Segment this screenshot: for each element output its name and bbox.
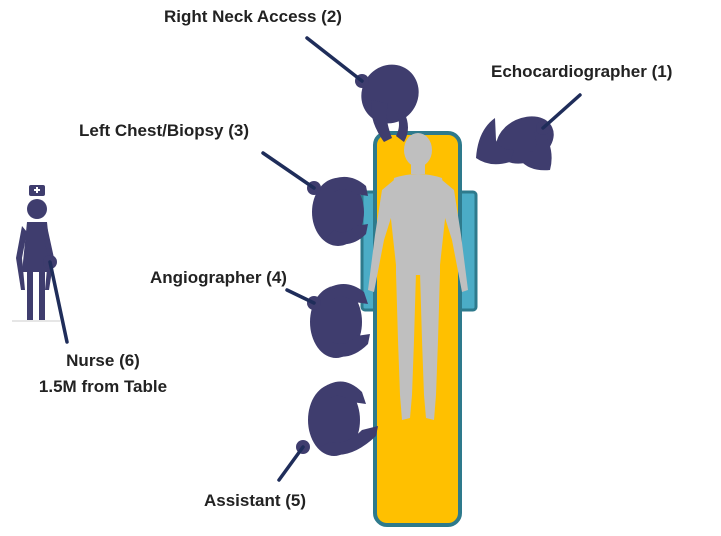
echocardiographer-label: Echocardiographer (1) [491, 62, 672, 82]
nurse-label-line2: 1.5M from Table [0, 377, 206, 397]
echocardiographer-figure [476, 107, 561, 172]
nurse-figure [16, 185, 54, 320]
nurse-label: Nurse (6) 1.5M from Table [0, 351, 206, 397]
left-chest-biopsy-label: Left Chest/Biopsy (3) [79, 121, 249, 141]
right-neck-access-label: Right Neck Access (2) [164, 7, 342, 27]
assistant-figure [308, 381, 378, 456]
nurse-label-line1: Nurse (6) [0, 351, 206, 371]
angiographer-figure [310, 284, 370, 358]
right-neck-access-figure [350, 53, 430, 142]
assistant-label: Assistant (5) [204, 491, 306, 511]
angiographer-label: Angiographer (4) [150, 268, 287, 288]
